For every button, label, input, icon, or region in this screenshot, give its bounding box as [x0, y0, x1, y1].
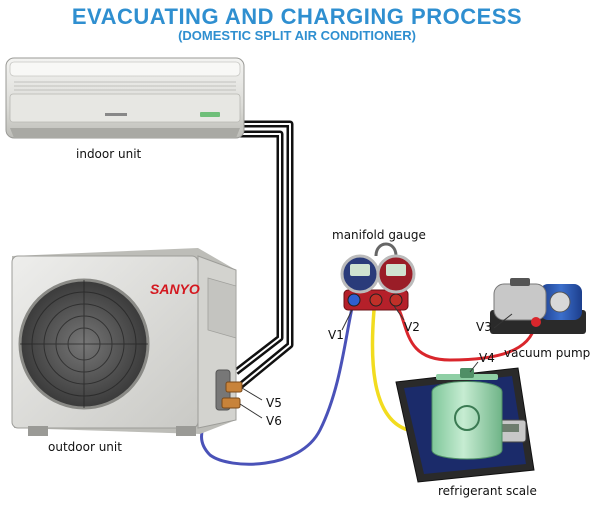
service-valve-v5 [225, 381, 243, 393]
label-valve-v2: V2 [404, 320, 420, 334]
red-hose [392, 301, 537, 362]
label-refrigerant-scale: refrigerant scale [438, 484, 537, 498]
label-indoor-unit: indoor unit [76, 147, 142, 161]
label-valve-v4: V4 [479, 351, 495, 365]
label-valve-v5: V5 [266, 396, 282, 410]
refrigerant-tank [431, 368, 503, 460]
outdoor-unit [11, 248, 237, 436]
brand-logo: SANYO [150, 281, 200, 297]
label-valve-v1: V1 [328, 328, 344, 342]
label-vacuum-pump: vacuum pump [504, 346, 591, 360]
label-valve-v3: V3 [476, 320, 492, 334]
valve-pointers [239, 305, 513, 419]
label-valve-v6: V6 [266, 414, 282, 428]
indoor-unit [5, 57, 245, 139]
page-title: EVACUATING AND CHARGING PROCESS [71, 4, 523, 29]
service-valve-v6 [221, 397, 241, 409]
manifold-gauge [340, 242, 416, 311]
page-subtitle: (DOMESTIC SPLIT AIR CONDITIONER) [178, 28, 416, 43]
vacuum-pump [490, 278, 586, 334]
label-outdoor-unit: outdoor unit [48, 440, 122, 454]
refrigerant-pipes [233, 120, 294, 389]
label-manifold-gauge: manifold gauge [332, 228, 426, 242]
blue-hose [200, 307, 354, 466]
